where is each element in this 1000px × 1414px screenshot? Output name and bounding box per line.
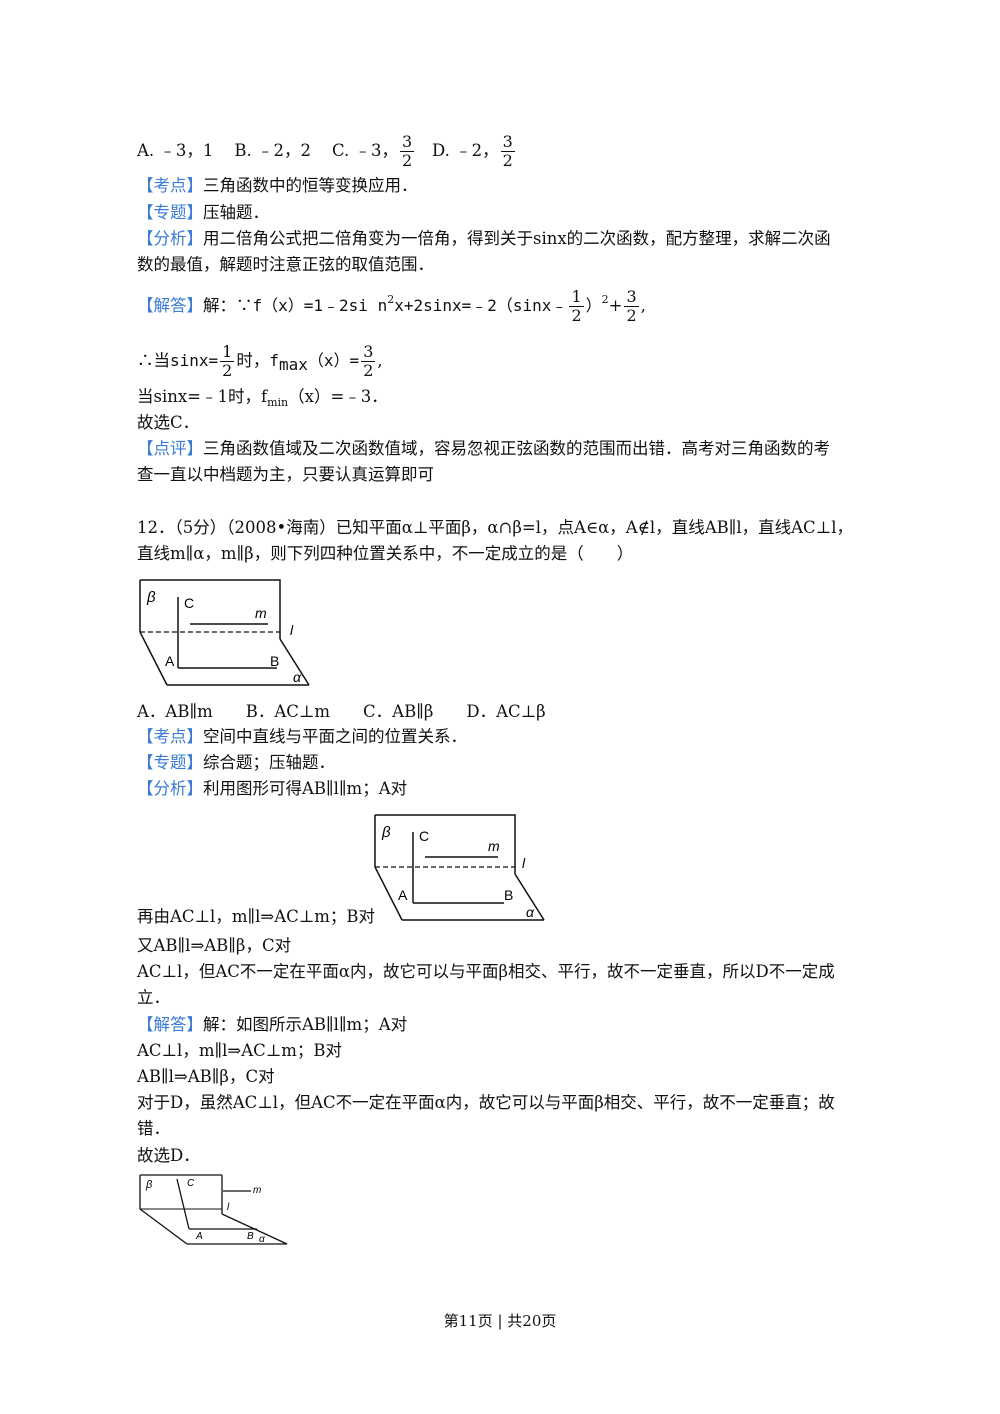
q12-fenxi: 【分析】利用图形可得AB∥l∥m；A对: [137, 779, 408, 798]
q12-kaodian: 【考点】空间中直线与平面之间的位置关系．: [137, 727, 467, 746]
m-label: m: [253, 1185, 261, 1196]
q12-options: A．AB∥m B．AC⊥m C．AB∥β D．AC⊥β: [137, 702, 546, 721]
c-label: C: [187, 1178, 195, 1189]
b-label: B: [270, 653, 279, 669]
b-label: B: [504, 887, 513, 903]
l-label: l: [290, 622, 294, 638]
beta-label: β: [381, 824, 391, 841]
plane-figure-2: β C m l A B α: [374, 814, 545, 921]
q12-fenxi-line3: 又AB∥l⇒AB∥β，C对: [137, 936, 292, 955]
q12-fenxi-line4: AC⊥l，但AC不一定在平面α内，故它可以与平面β相交、平行，故不一定垂直，所以…: [137, 962, 835, 981]
beta-label: β: [145, 1179, 153, 1191]
q12-zhuanti: 【专题】综合题；压轴题．: [137, 753, 335, 772]
a-label: A: [195, 1231, 203, 1242]
plane-figure-1: β C m l A B α: [139, 579, 310, 686]
q12-jieda-line5: 错．: [137, 1119, 170, 1138]
q11-fenxi: 【分析】用二倍角公式把二倍角变为一倍角，得到关于sinx的二次函数，配方整理，求…: [137, 229, 831, 248]
m-label: m: [488, 838, 500, 854]
q11-zhuanti: 【专题】压轴题．: [137, 203, 269, 222]
c-label: C: [419, 828, 429, 844]
a-label: A: [165, 653, 175, 669]
q11-kaodian: 【考点】三角函数中的恒等变换应用．: [137, 176, 418, 195]
q12-jieda-line4: 对于D，虽然AC⊥l，但AC不一定在平面α内，故它可以与平面β相交、平行，故不一…: [137, 1093, 835, 1112]
q12-choose: 故选D．: [137, 1146, 200, 1165]
alpha-label: α: [526, 904, 535, 920]
q12-stem: 12．（5分）（2008•海南）已知平面α⊥平面β，α∩β=l，点A∈α，A∉l…: [137, 518, 853, 537]
q12-jieda-line3: AB∥l⇒AB∥β，C对: [137, 1067, 275, 1086]
q11-dianping-cont: 查一直以中档题为主，只要认真运算即可: [137, 465, 434, 484]
beta-label: β: [146, 589, 156, 606]
plane-figure-3: β C m l A B α: [139, 1174, 288, 1245]
l-label: l: [227, 1202, 230, 1213]
m-label: m: [255, 605, 267, 621]
q12-jieda: 【解答】解：如图所示AB∥l∥m；A对: [137, 1015, 408, 1034]
q11-fenxi-cont: 数的最值，解题时注意正弦的取值范围．: [137, 255, 434, 274]
q12-stem-cont: 直线m∥α，m∥β，则下列四种位置关系中，不一定成立的是（ ）: [137, 544, 634, 563]
b-label: B: [247, 1231, 254, 1242]
alpha-label: α: [293, 669, 302, 685]
q12-fenxi-line2: 再由AC⊥l，m∥l⇒AC⊥m；B对: [137, 907, 376, 926]
q11-choose: 故选C．: [137, 413, 200, 432]
q12-fenxi-line5: 立．: [137, 988, 170, 1007]
q11-solution-line3: 当sinx=﹣1时，fmin（x）=﹣3．: [137, 387, 388, 409]
q11-dianping: 【点评】三角函数值域及二次函数值域，容易忽视正弦函数的范围而出错．高考对三角函数…: [137, 439, 830, 458]
q12-jieda-line2: AC⊥l，m∥l⇒AC⊥m；B对: [137, 1041, 343, 1060]
alpha-label: α: [259, 1234, 265, 1245]
page-footer: 第11页 | 共20页: [443, 1312, 557, 1330]
c-label: C: [184, 595, 194, 611]
l-label: l: [522, 855, 526, 871]
a-label: A: [398, 887, 408, 903]
